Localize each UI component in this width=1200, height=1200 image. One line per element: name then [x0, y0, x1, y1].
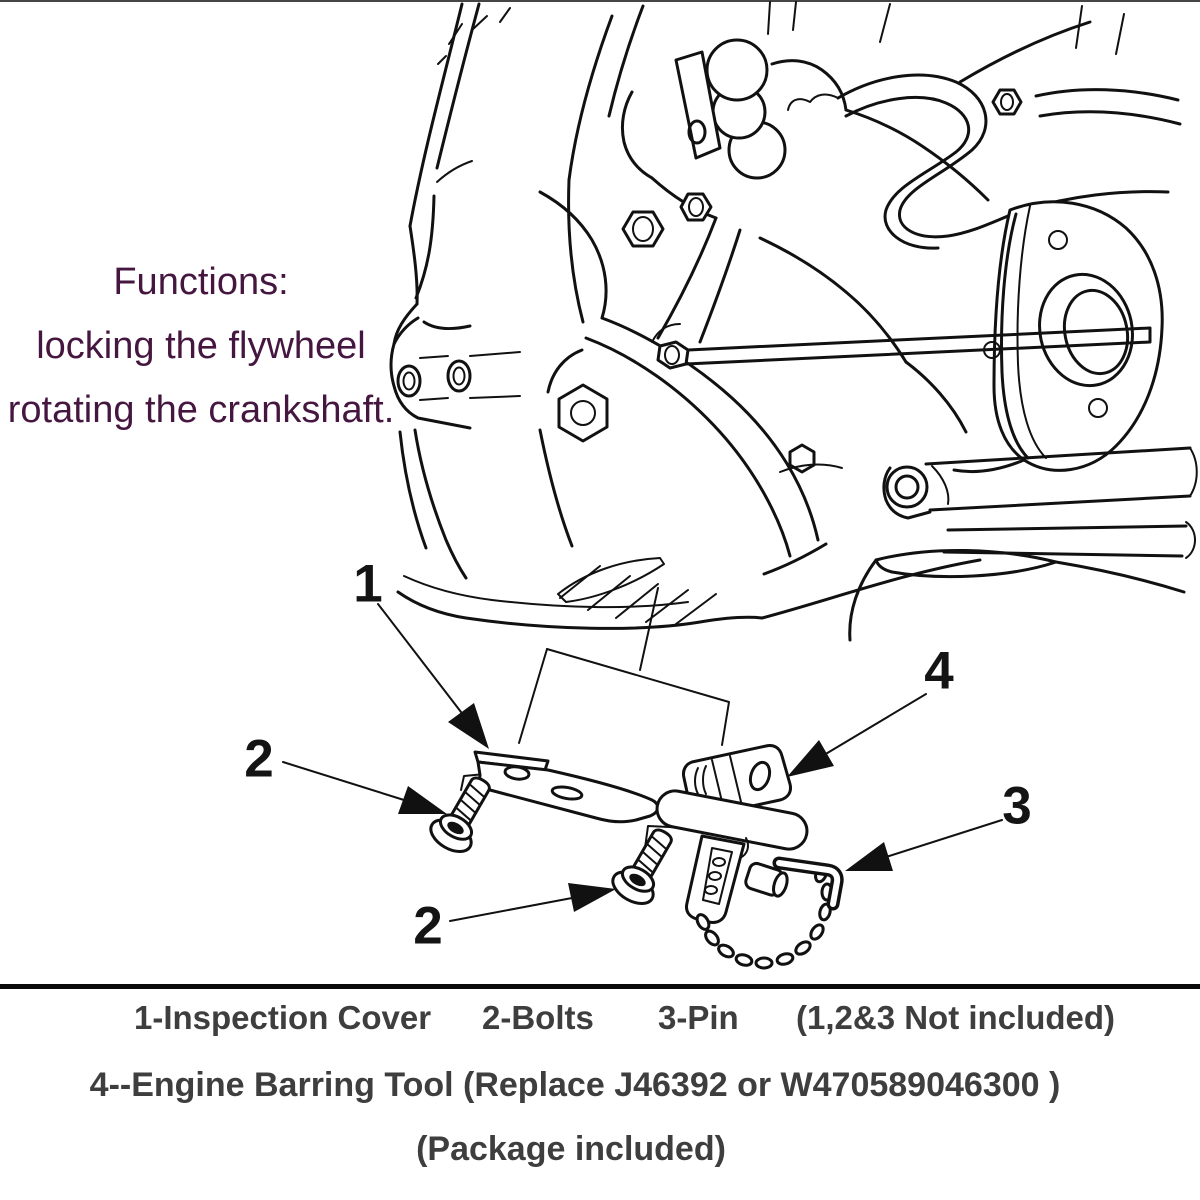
legend-pin: 3-Pin	[658, 999, 739, 1036]
leader-lines	[460, 587, 730, 849]
starter-motor	[620, 38, 990, 364]
bolt-lower	[611, 828, 673, 905]
top-border-line	[0, 0, 1200, 2]
wiring-harness	[767, 1, 1182, 250]
inspection-cover	[473, 750, 660, 824]
legend-barring-tool: 4--Engine Barring Tool (Replace J46392 o…	[89, 1066, 1061, 1104]
callout-number-4: 4	[924, 641, 954, 701]
callout-arrows	[282, 603, 1003, 922]
flywheel-housing	[389, 2, 843, 580]
locking-pin	[772, 856, 844, 911]
oil-pan	[396, 428, 1186, 642]
functions-note: Functions: locking the flywheel rotating…	[0, 250, 402, 442]
callout-number-3: 3	[1002, 776, 1032, 836]
starter-end-cap	[904, 200, 1164, 474]
tie-rod	[651, 323, 1152, 370]
functions-line-crankshaft: rotating the crankshaft.	[7, 389, 395, 431]
functions-line-flywheel: locking the flywheel	[36, 325, 366, 367]
callout-number-1: 1	[353, 554, 383, 614]
legend-package-included: (Package included)	[416, 1130, 726, 1168]
callout-number-2-upper: 2	[244, 729, 274, 789]
functions-title: Functions:	[113, 261, 289, 303]
legend-not-included: (1,2&3 Not included)	[796, 999, 1116, 1036]
legend-divider	[0, 984, 1200, 989]
callout-number-2-lower: 2	[413, 896, 443, 956]
engine-barring-tool	[655, 744, 834, 970]
bolt-upper	[429, 776, 491, 853]
legend-inspection-cover: 1-Inspection Cover	[134, 999, 432, 1036]
legend-bolts: 2-Bolts	[482, 999, 594, 1036]
